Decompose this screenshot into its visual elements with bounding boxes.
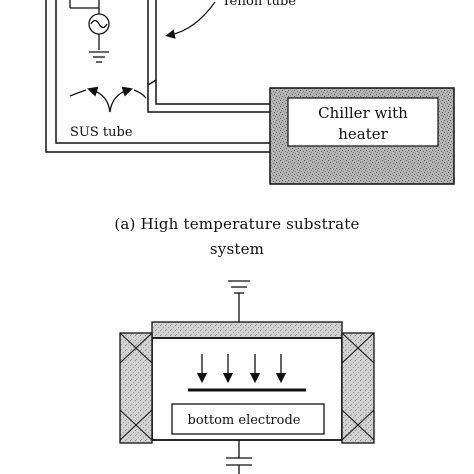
sus-tube-outer [45,0,270,153]
bottom-electrode-label: bottom electrode [188,413,301,428]
bottom-panel: bottom electrode [119,280,375,474]
ac-source-icon [69,0,110,50]
ground-icon [89,51,109,63]
flow-arrows [69,86,147,113]
teflon-tube-label: Teflon tube [222,0,296,9]
capacitor-icon [226,440,252,474]
teflon-tube-inner [147,0,270,113]
caption-line2: system [209,240,265,258]
arrow-icon [196,354,287,384]
sus-tube-label: SUS tube [70,125,133,140]
chiller-label-line1: Chiller with [318,104,408,122]
chiller-box: Chiller with heater [269,87,455,185]
top-panel: Teflon tube SUS tube Chiller with heater [45,0,455,185]
coil-cross-icon [119,332,153,444]
ground-icon [228,280,250,322]
teflon-tube-pointer [165,1,216,39]
bottom-electrode [171,403,325,435]
chiller-label-line2: heater [338,125,388,143]
caption-line1: (a) High temperature substrate [114,215,360,233]
top-electrode-plate [151,321,343,339]
coil-cross-icon [341,332,375,444]
